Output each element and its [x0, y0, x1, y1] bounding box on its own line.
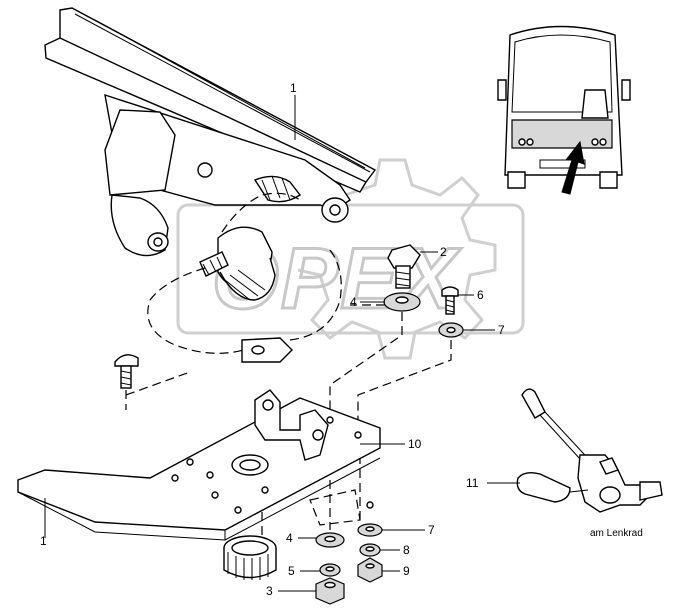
location-arrow-icon: [561, 140, 585, 195]
accelerator-pedal: [44, 7, 377, 363]
callout-9: 9: [403, 564, 410, 578]
callout-8: 8: [403, 543, 410, 557]
mounting-plate: [17, 389, 381, 541]
callouts: 1 2 4 6 7 10 11 1 4 7 8 5 9 3 am Lenkrad: [40, 81, 643, 598]
callout-4-bottom: 4: [286, 531, 293, 545]
callout-4-top: 4: [350, 295, 357, 309]
callout-3: 3: [266, 584, 273, 598]
leader-lines: [44, 95, 520, 592]
bus-location-view: [497, 25, 631, 195]
callout-6: 6: [477, 288, 484, 302]
steering-column-switch: [516, 388, 663, 513]
callout-1-bottom: 1: [40, 534, 47, 548]
callout-2: 2: [440, 245, 447, 259]
callout-5: 5: [288, 564, 295, 578]
hardware-lower: [223, 523, 383, 605]
callout-11: 11: [466, 476, 479, 490]
hardware-upper: [383, 244, 464, 338]
callout-7-bottom: 7: [428, 523, 435, 537]
steering-note: am Lenkrad: [590, 528, 643, 539]
screw-left: [114, 354, 139, 410]
callout-10: 10: [408, 437, 422, 451]
callout-7-top: 7: [498, 323, 505, 337]
callout-1-top: 1: [290, 81, 297, 95]
